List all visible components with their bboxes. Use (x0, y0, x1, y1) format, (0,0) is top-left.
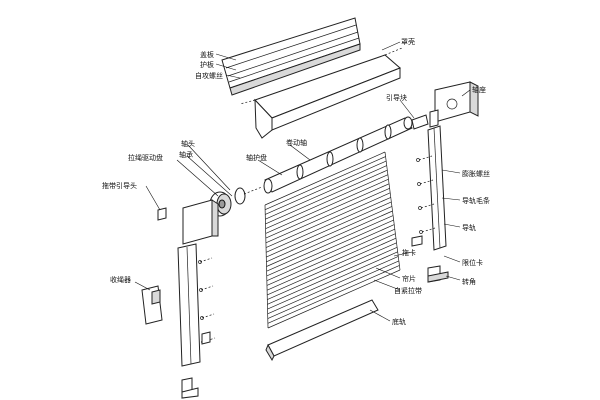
slat-line (266, 219, 394, 277)
slat-line (266, 197, 391, 253)
slat-line (267, 246, 398, 305)
slat-line (266, 215, 394, 272)
slat-line (265, 183, 390, 239)
label-end-bracket: 轴座 (472, 85, 486, 94)
slat-line (265, 169, 388, 225)
end-bracket (429, 81, 479, 128)
label-pulley-drive: 拉绳驱动盘 (128, 153, 163, 162)
slat-line (267, 256, 399, 315)
label-bottom-bar: 底轨 (392, 317, 406, 326)
guide-rail-left (177, 243, 216, 367)
label-curtain-slats: 帘片 (402, 274, 416, 283)
slat-line (266, 228, 395, 286)
slat-line (267, 251, 398, 310)
slat-line (264, 156, 386, 211)
bottom-bar (265, 299, 379, 362)
curtain-slats (264, 151, 401, 329)
label-shaft-head: 轴头 (181, 139, 195, 148)
label-main-shaft: 卷动轴 (286, 138, 307, 147)
label-corner-connector: 转角 (462, 277, 476, 286)
slat-edge-left (264, 204, 269, 329)
slat-line (265, 160, 387, 215)
label-pull-rope-guide: 拖带引导头 (102, 181, 137, 190)
cover-box (239, 47, 403, 139)
bottom-corner-part (181, 377, 199, 399)
slat-line (265, 174, 389, 229)
label-guard-plate: 护板 (200, 60, 214, 69)
left-end-cap (182, 199, 219, 245)
slat-line (267, 269, 401, 329)
label-guide-rail-brush: 导轨毛条 (462, 196, 490, 205)
slat-line (266, 206, 393, 263)
label-cover-box: 罩壳 (401, 37, 415, 46)
top-cover-plate (221, 17, 361, 96)
slat-line (265, 165, 387, 220)
slat-line (266, 201, 392, 258)
slat-line (267, 260, 399, 319)
rope-retractor (141, 285, 163, 325)
slat-line (266, 224, 395, 282)
label-top-cover-plate: 盖板 (200, 50, 214, 59)
label-guide-rail: 导轨 (462, 223, 476, 232)
slat-edge-right (384, 151, 401, 271)
slat-line (267, 237, 397, 296)
main-shaft (263, 114, 429, 194)
label-slat-clip: 拖卡 (402, 248, 416, 257)
slat-line (264, 151, 386, 206)
slat-line (266, 233, 396, 291)
label-self-tapping-screw: 自攻螺丝 (195, 71, 223, 80)
slat-line (267, 242, 397, 300)
label-rope-retractor: 收绳器 (110, 275, 131, 284)
label-rope-wheel: 轴承 (179, 150, 193, 159)
leader-lines (134, 41, 471, 322)
slat-line (266, 210, 393, 267)
small-plug (201, 331, 211, 345)
label-pull-strap-belt: 自紧拉带 (394, 286, 422, 295)
slat-line (267, 265, 400, 324)
label-shaft-guard: 轴护盘 (246, 153, 267, 162)
label-guide-block: 引导块 (386, 93, 407, 102)
pull-rope-guide-part (157, 207, 167, 221)
label-rail-clip: 限位卡 (462, 258, 483, 267)
corner-connector (427, 265, 449, 283)
label-expansion-screw: 膨胀螺丝 (462, 169, 490, 178)
labels: 盖板 护板 自攻螺丝 罩壳 轴座 引导块 轴头 卷动轴 轴护盘 拉绳驱动盘 轴承… (102, 37, 490, 326)
slat-line (265, 192, 391, 248)
slat-line (265, 187, 390, 244)
slat-line (265, 178, 389, 234)
guide-rail-right (411, 125, 447, 251)
